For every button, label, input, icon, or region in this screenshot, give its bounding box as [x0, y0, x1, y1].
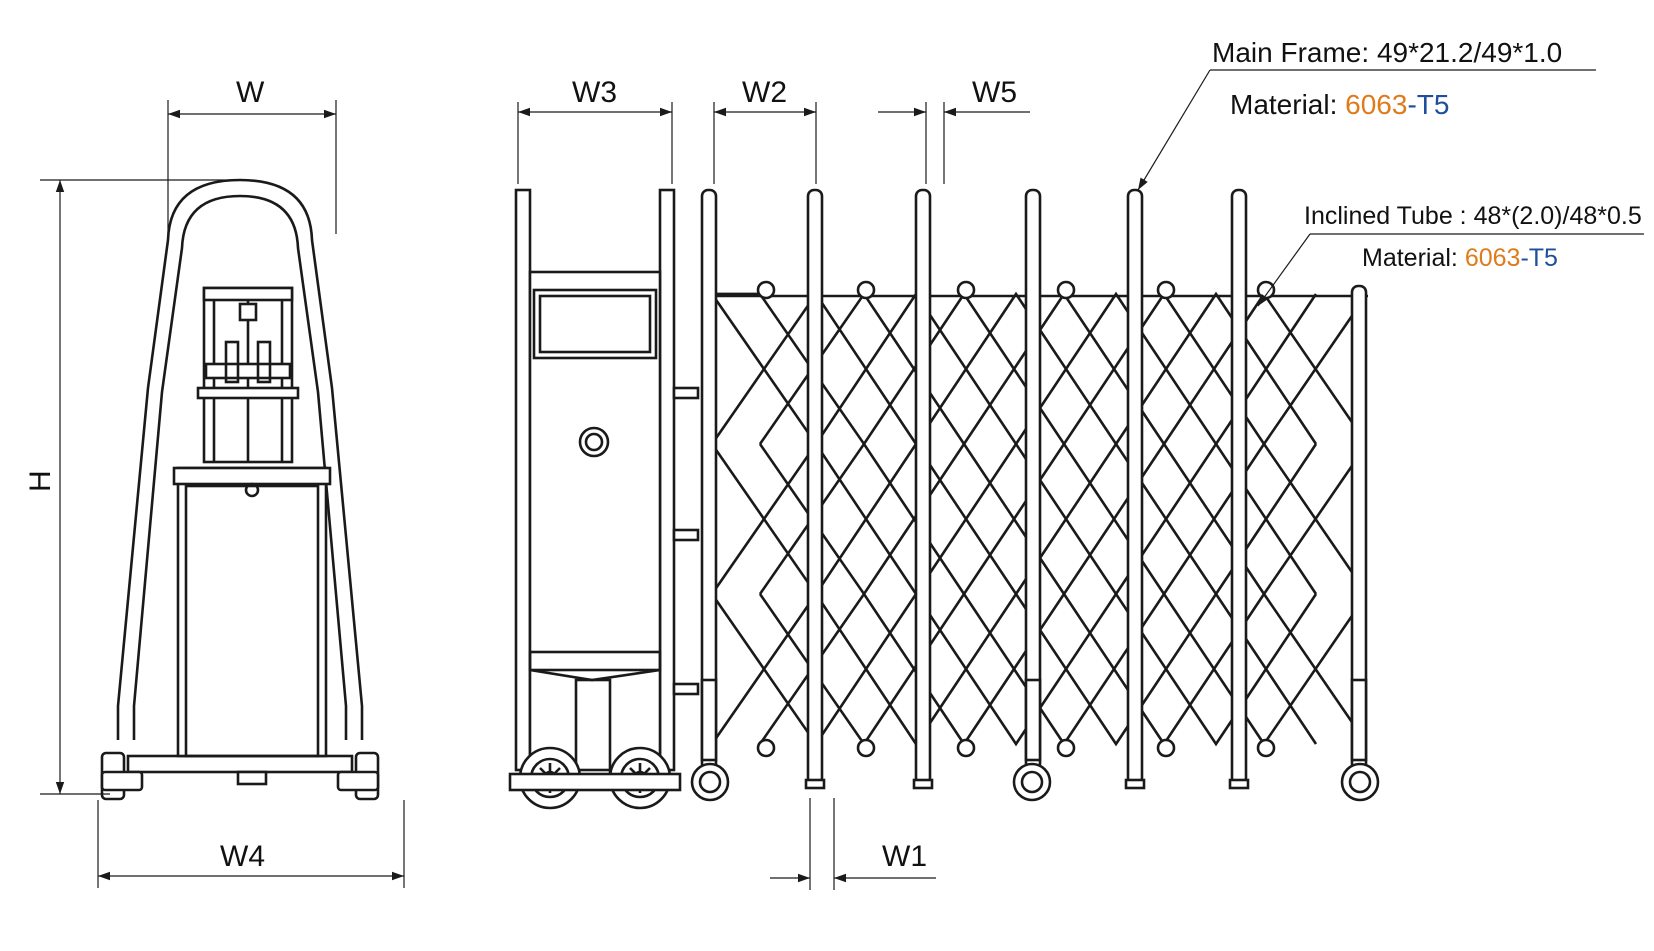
front-outer-frame: [116, 178, 364, 740]
front-view: [100, 178, 380, 801]
gate-tube-2: [806, 188, 824, 786]
main-frame-note: Main Frame: 49*21.2/49*1.0: [1212, 37, 1562, 68]
side-view: [508, 188, 1380, 810]
main-frame-callout: Main Frame: 49*21.2/49*1.0 Material: 606…: [1137, 37, 1596, 191]
main-post-right-tube: [658, 188, 676, 772]
main-post-body: [528, 270, 662, 772]
side-dimensions: W3 W2 W5 W1: [517, 76, 1030, 890]
dim-w-label: W: [236, 76, 265, 109]
gate-wheels: [690, 678, 1380, 802]
inclined-tube-callout: Inclined Tube : 48*(2.0)/48*0.5 Material…: [1257, 202, 1644, 307]
main-frame-material: Material: 6063-T5: [1230, 89, 1449, 120]
main-post-lock: [578, 426, 610, 458]
inclined-tube-material: Material: 6063-T5: [1362, 244, 1558, 272]
main-post-left-tube: [514, 188, 532, 772]
front-dimensions: W H W4: [24, 76, 405, 888]
gate-tube-3: [914, 188, 932, 786]
pivot-caps: [756, 280, 1276, 758]
gate-tube-6: [1230, 188, 1248, 786]
front-lock-hole: [244, 482, 260, 498]
dim-w2-label: W2: [742, 76, 787, 109]
inclined-tube-note: Inclined Tube : 48*(2.0)/48*0.5: [1304, 202, 1642, 230]
dim-h-label: H: [24, 470, 57, 492]
front-inner-frame: [132, 194, 348, 740]
front-base-rail: [126, 754, 354, 774]
dim-w1-label: W1: [882, 840, 927, 873]
dim-w4-label: W4: [220, 840, 265, 873]
dim-w3-label: W3: [572, 76, 617, 109]
main-frame-tubes: [700, 188, 1368, 790]
dim-w5-label: W5: [972, 76, 1017, 109]
front-cabinet: [176, 466, 328, 758]
gate-tube-5: [1126, 188, 1144, 786]
